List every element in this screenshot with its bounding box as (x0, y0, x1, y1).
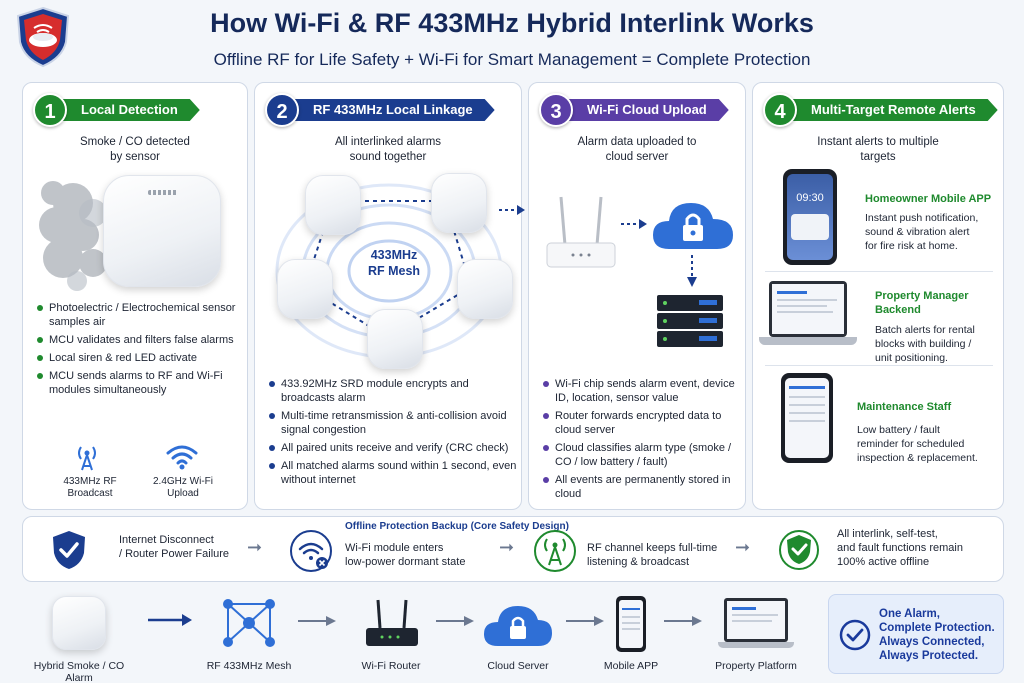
rf-signal-icon (534, 530, 576, 572)
step-2-number: 2 (265, 93, 299, 127)
panel-rf-linkage: RF 433MHz Local Linkage 2 All interlinke… (254, 82, 522, 510)
cloud-server-rack-icon (657, 295, 723, 347)
flow-label-platform: Property Platform (715, 660, 797, 672)
wifi-router-icon (366, 599, 418, 646)
arrow-right-icon (436, 616, 474, 626)
step-1-number: 1 (33, 93, 67, 127)
shield-logo-icon (16, 6, 70, 68)
wifi-router-icon (546, 196, 616, 268)
step-4-desc: Instant alerts to multiple targets (817, 136, 939, 163)
list-item: MCU sends alarms to RF and Wi-Fi modules… (35, 369, 241, 397)
arrow-right-icon (664, 616, 702, 626)
list-item: Local siren & red LED activate (35, 351, 241, 365)
property-manager-title: Property Manager Backend (875, 290, 969, 316)
wifi-off-icon (290, 530, 332, 572)
arrow-right-icon: ➞ (735, 537, 751, 557)
shield-check-green-icon (779, 530, 819, 570)
cloud-server-icon (484, 606, 552, 646)
arrow-right-icon (148, 614, 192, 626)
interlinked-alarm-icon (277, 259, 333, 319)
maintenance-staff-title: Maintenance Staff (857, 401, 952, 413)
wifi-module-label: 2.4GHz Wi-Fi Upload (153, 476, 213, 499)
list-item: Router forwards encrypted data to cloud … (541, 409, 743, 437)
arrow-right-icon (566, 616, 604, 626)
step-3-label: Wi-Fi Cloud Upload (569, 99, 729, 121)
list-item: All paired units receive and verify (CRC… (267, 441, 519, 455)
step-1-bullets: Photoelectric / Electrochemical sensor s… (35, 301, 241, 401)
interlinked-alarm-icon (431, 173, 487, 233)
homeowner-app-text: Instant push notification, sound & vibra… (865, 212, 979, 252)
list-item: All matched alarms sound within 1 second… (267, 459, 519, 487)
panel-wifi-cloud: Wi-Fi Cloud Upload 3 Alarm data uploaded… (499, 82, 746, 510)
property-platform-icon (718, 598, 794, 652)
system-flow-row: Hybrid Smoke / CO Alarm RF 433MHz Mesh W… (22, 590, 822, 683)
smoke-alarm-device-icon (103, 175, 221, 287)
step-4-number: 4 (763, 93, 797, 127)
flow-label-mesh: RF 433MHz Mesh (206, 660, 292, 672)
step-1-label: Local Detection (63, 99, 200, 121)
rf-mesh-icon (223, 599, 275, 647)
interlinked-alarm-icon (367, 309, 423, 369)
interlinked-alarm-icon (457, 259, 513, 319)
rf-antenna-icon (78, 446, 96, 471)
flow-label-mobile: Mobile APP (603, 660, 659, 672)
dotted-arrow-icon (621, 219, 647, 229)
wifi-icon (166, 445, 198, 470)
dotted-arrow-down-icon (687, 255, 697, 287)
interlinked-alarm-icon (305, 175, 361, 235)
offline-item-1: Internet Disconnect / Router Power Failu… (119, 534, 230, 560)
step-4-label: Multi-Target Remote Alerts (793, 99, 998, 121)
header: How Wi-Fi & RF 433MHz Hybrid Interlink W… (0, 0, 1024, 80)
hybrid-alarm-icon (52, 596, 106, 650)
offline-heading: Offline Protection Backup (Core Safety D… (345, 521, 569, 532)
step-2-label: RF 433MHz Local Linkage (295, 99, 495, 121)
panel-local-detection: Local Detection 1 Smoke / CO detected by… (22, 82, 248, 510)
list-item: Cloud classifies alarm type (smoke / CO … (541, 441, 743, 469)
step-3-bullets: Wi-Fi chip sends alarm event, device ID,… (541, 377, 743, 505)
list-item: 433.92MHz SRD module encrypts and broadc… (267, 377, 519, 405)
cloud-lock-icon (653, 203, 733, 249)
arrow-right-icon: ➞ (247, 537, 263, 557)
offline-item-4: All interlink, self-test, and fault func… (837, 528, 963, 568)
panel-remote-alerts: Multi-Target Remote Alerts 4 Instant ale… (752, 82, 1004, 510)
rf-module-label: 433MHz RF Broadcast (63, 476, 117, 499)
list-item: All events are permanently stored in clo… (541, 473, 743, 501)
tagline-box: One Alarm, Complete Protection. Always C… (828, 594, 1004, 674)
phone-time: 09:30 (796, 192, 824, 204)
smoke-icon (39, 181, 107, 291)
rf-mesh-label: 433MHz RF Mesh (367, 248, 421, 278)
dotted-arrow-icon (499, 205, 525, 215)
shield-check-icon (53, 531, 85, 569)
step-2-desc: All interlinked alarms sound together (334, 136, 442, 163)
mobile-app-icon (616, 596, 646, 652)
step-3-number: 3 (539, 93, 573, 127)
list-item: Photoelectric / Electrochemical sensor s… (35, 301, 241, 329)
laptop-backend-icon (759, 281, 857, 353)
flow-label-router: Wi-Fi Router (361, 660, 421, 672)
list-item: Multi-time retransmission & anti-collisi… (267, 409, 519, 437)
offline-item-3: RF channel keeps full-time listening & b… (587, 542, 718, 568)
page-subtitle: Offline RF for Life Safety + Wi-Fi for S… (213, 50, 811, 69)
homeowner-app-title: Homeowner Mobile APP (865, 193, 992, 205)
flow-label-cloud: Cloud Server (487, 660, 549, 672)
step-1-desc: Smoke / CO detected by sensor (80, 136, 190, 163)
arrow-right-icon: ➞ (499, 537, 515, 557)
page-title: How Wi-Fi & RF 433MHz Hybrid Interlink W… (210, 8, 814, 38)
tagline-text: One Alarm, Complete Protection. Always C… (879, 608, 995, 662)
property-manager-text: Batch alerts for rental blocks with buil… (875, 324, 975, 364)
step-3-desc: Alarm data uploaded to cloud server (577, 136, 697, 163)
list-item: Wi-Fi chip sends alarm event, device ID,… (541, 377, 743, 405)
check-circle-icon (839, 619, 871, 651)
step-2-bullets: 433.92MHz SRD module encrypts and broadc… (267, 377, 519, 491)
flow-label-alarm: Hybrid Smoke / CO Alarm (33, 660, 125, 683)
arrow-right-icon (298, 616, 336, 626)
offline-item-2: Wi-Fi module enters low-power dormant st… (345, 542, 466, 568)
maintenance-staff-text: Low battery / fault reminder for schedul… (857, 424, 978, 464)
maintenance-phone-icon (781, 373, 833, 463)
list-item: MCU validates and filters false alarms (35, 333, 241, 347)
offline-protection-strip: Offline Protection Backup (Core Safety D… (22, 516, 1004, 582)
homeowner-phone-icon: 09:30 (783, 169, 837, 265)
